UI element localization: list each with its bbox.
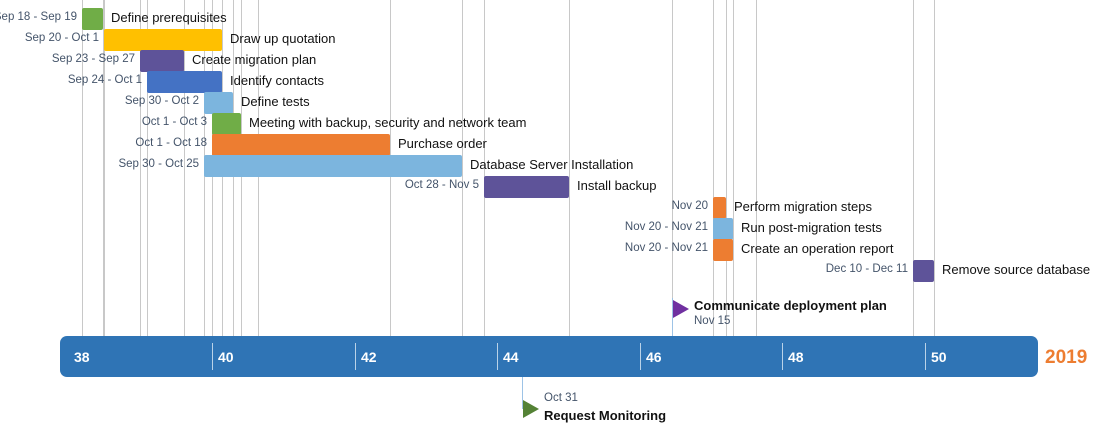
gridline <box>672 0 673 336</box>
task-row[interactable]: Oct 1 - Oct 18 Purchase order <box>0 134 1106 156</box>
task-date-range: Sep 23 - Sep 27 <box>51 53 135 65</box>
axis-tick-label: 40 <box>218 349 234 365</box>
gridline <box>104 0 105 336</box>
task-bar[interactable] <box>147 71 222 93</box>
task-row[interactable]: Nov 20 Perform migration steps <box>0 197 1106 219</box>
task-label: Purchase order <box>398 136 487 151</box>
milestone-title: Communicate deployment plan <box>694 298 887 313</box>
axis-tick-label: 42 <box>361 349 377 365</box>
axis-tick-divider <box>925 343 926 370</box>
gridline <box>756 0 757 336</box>
task-date-range: Sep 20 - Oct 1 <box>24 32 99 44</box>
task-row[interactable]: Sep 20 - Oct 1 Draw up quotation <box>0 29 1106 51</box>
axis-tick-divider <box>782 343 783 370</box>
milestone-connector-line <box>672 298 673 336</box>
axis-tick-label: 44 <box>503 349 519 365</box>
task-label: Meeting with backup, security and networ… <box>249 115 527 130</box>
task-date-range: Sep 24 - Oct 1 <box>67 74 142 86</box>
task-date-range: Sep 30 - Oct 2 <box>124 95 199 107</box>
gridline <box>484 0 485 336</box>
gridline <box>462 0 463 336</box>
task-date-range: Oct 1 - Oct 3 <box>141 116 207 128</box>
task-label: Create migration plan <box>192 52 317 67</box>
task-bar[interactable] <box>82 8 103 30</box>
task-label: Define prerequisites <box>111 10 227 25</box>
axis-tick-label: 48 <box>788 349 804 365</box>
task-label: Define tests <box>241 94 310 109</box>
task-row[interactable]: Sep 18 - Sep 19 Define prerequisites <box>0 8 1106 30</box>
task-bar[interactable] <box>212 113 241 135</box>
task-bar[interactable] <box>913 260 934 282</box>
task-bar[interactable] <box>140 50 184 72</box>
task-label: Create an operation report <box>741 241 894 256</box>
task-row[interactable]: Sep 30 - Oct 2 Define tests <box>0 92 1106 114</box>
milestone-date: Oct 31 <box>544 392 578 404</box>
task-bar[interactable] <box>713 239 733 261</box>
gridline <box>103 0 104 336</box>
axis-tick-label: 50 <box>931 349 947 365</box>
task-label: Database Server Installation <box>470 157 634 172</box>
task-date-range: Dec 10 - Dec 11 <box>825 263 908 275</box>
task-bar[interactable] <box>212 134 390 156</box>
axis-tick-divider <box>497 343 498 370</box>
task-bar[interactable] <box>104 29 222 51</box>
milestone-date: Nov 15 <box>694 315 731 327</box>
task-label: Identify contacts <box>230 73 324 88</box>
gridline <box>726 0 727 336</box>
task-row[interactable]: Sep 30 - Oct 25 Database Server Installat… <box>0 155 1106 177</box>
task-date-range: Oct 28 - Nov 5 <box>404 179 479 191</box>
milestone-flag-icon[interactable] <box>523 400 539 418</box>
axis-tick-label: 46 <box>646 349 662 365</box>
task-label: Install backup <box>577 178 657 193</box>
task-row[interactable]: Nov 20 - Nov 21 Create an operation repor… <box>0 239 1106 261</box>
task-date-range: Nov 20 <box>671 200 708 212</box>
task-bar[interactable] <box>713 197 726 219</box>
task-row[interactable]: Sep 23 - Sep 27 Create migration plan <box>0 50 1106 72</box>
axis-tick-divider <box>640 343 641 370</box>
task-row[interactable]: Nov 20 - Nov 21 Run post-migration tests <box>0 218 1106 240</box>
gridline <box>913 0 914 336</box>
axis-tick-divider <box>355 343 356 370</box>
milestone-flag-icon[interactable] <box>673 300 689 318</box>
task-date-range: Sep 30 - Oct 25 <box>118 158 199 170</box>
task-bar[interactable] <box>204 92 233 114</box>
task-row[interactable]: Oct 1 - Oct 3 Meeting with backup, securi… <box>0 113 1106 135</box>
gridline <box>147 0 148 336</box>
task-bar[interactable] <box>484 176 569 198</box>
task-date-range: Oct 1 - Oct 18 <box>135 137 207 149</box>
task-bar[interactable] <box>204 155 462 177</box>
task-label: Perform migration steps <box>734 199 872 214</box>
task-label: Remove source database <box>942 262 1091 277</box>
task-row[interactable]: Dec 10 - Dec 11 Remove source database <box>0 260 1106 282</box>
gridline <box>82 0 83 336</box>
task-label: Draw up quotation <box>230 31 336 46</box>
task-bar[interactable] <box>713 218 733 240</box>
gridline <box>713 0 714 336</box>
task-label: Run post-migration tests <box>741 220 882 235</box>
task-row[interactable]: Oct 28 - Nov 5 Install backup <box>0 176 1106 198</box>
gridline <box>184 0 185 336</box>
gridline <box>569 0 570 336</box>
year-label: 2019 <box>1045 347 1088 368</box>
task-date-range: Nov 20 - Nov 21 <box>624 221 708 233</box>
timeline-axis-bar[interactable] <box>60 336 1038 377</box>
task-row[interactable]: Sep 24 - Oct 1 Identify contacts <box>0 71 1106 93</box>
task-date-range: Nov 20 - Nov 21 <box>624 242 708 254</box>
axis-tick-divider <box>212 343 213 370</box>
task-date-range: Sep 18 - Sep 19 <box>0 11 77 23</box>
gridline <box>140 0 141 336</box>
milestone-title: Request Monitoring <box>544 408 667 423</box>
gridline <box>733 0 734 336</box>
axis-tick-label: 38 <box>74 349 90 365</box>
gridline <box>934 0 935 336</box>
milestone-connector-line <box>522 377 523 409</box>
